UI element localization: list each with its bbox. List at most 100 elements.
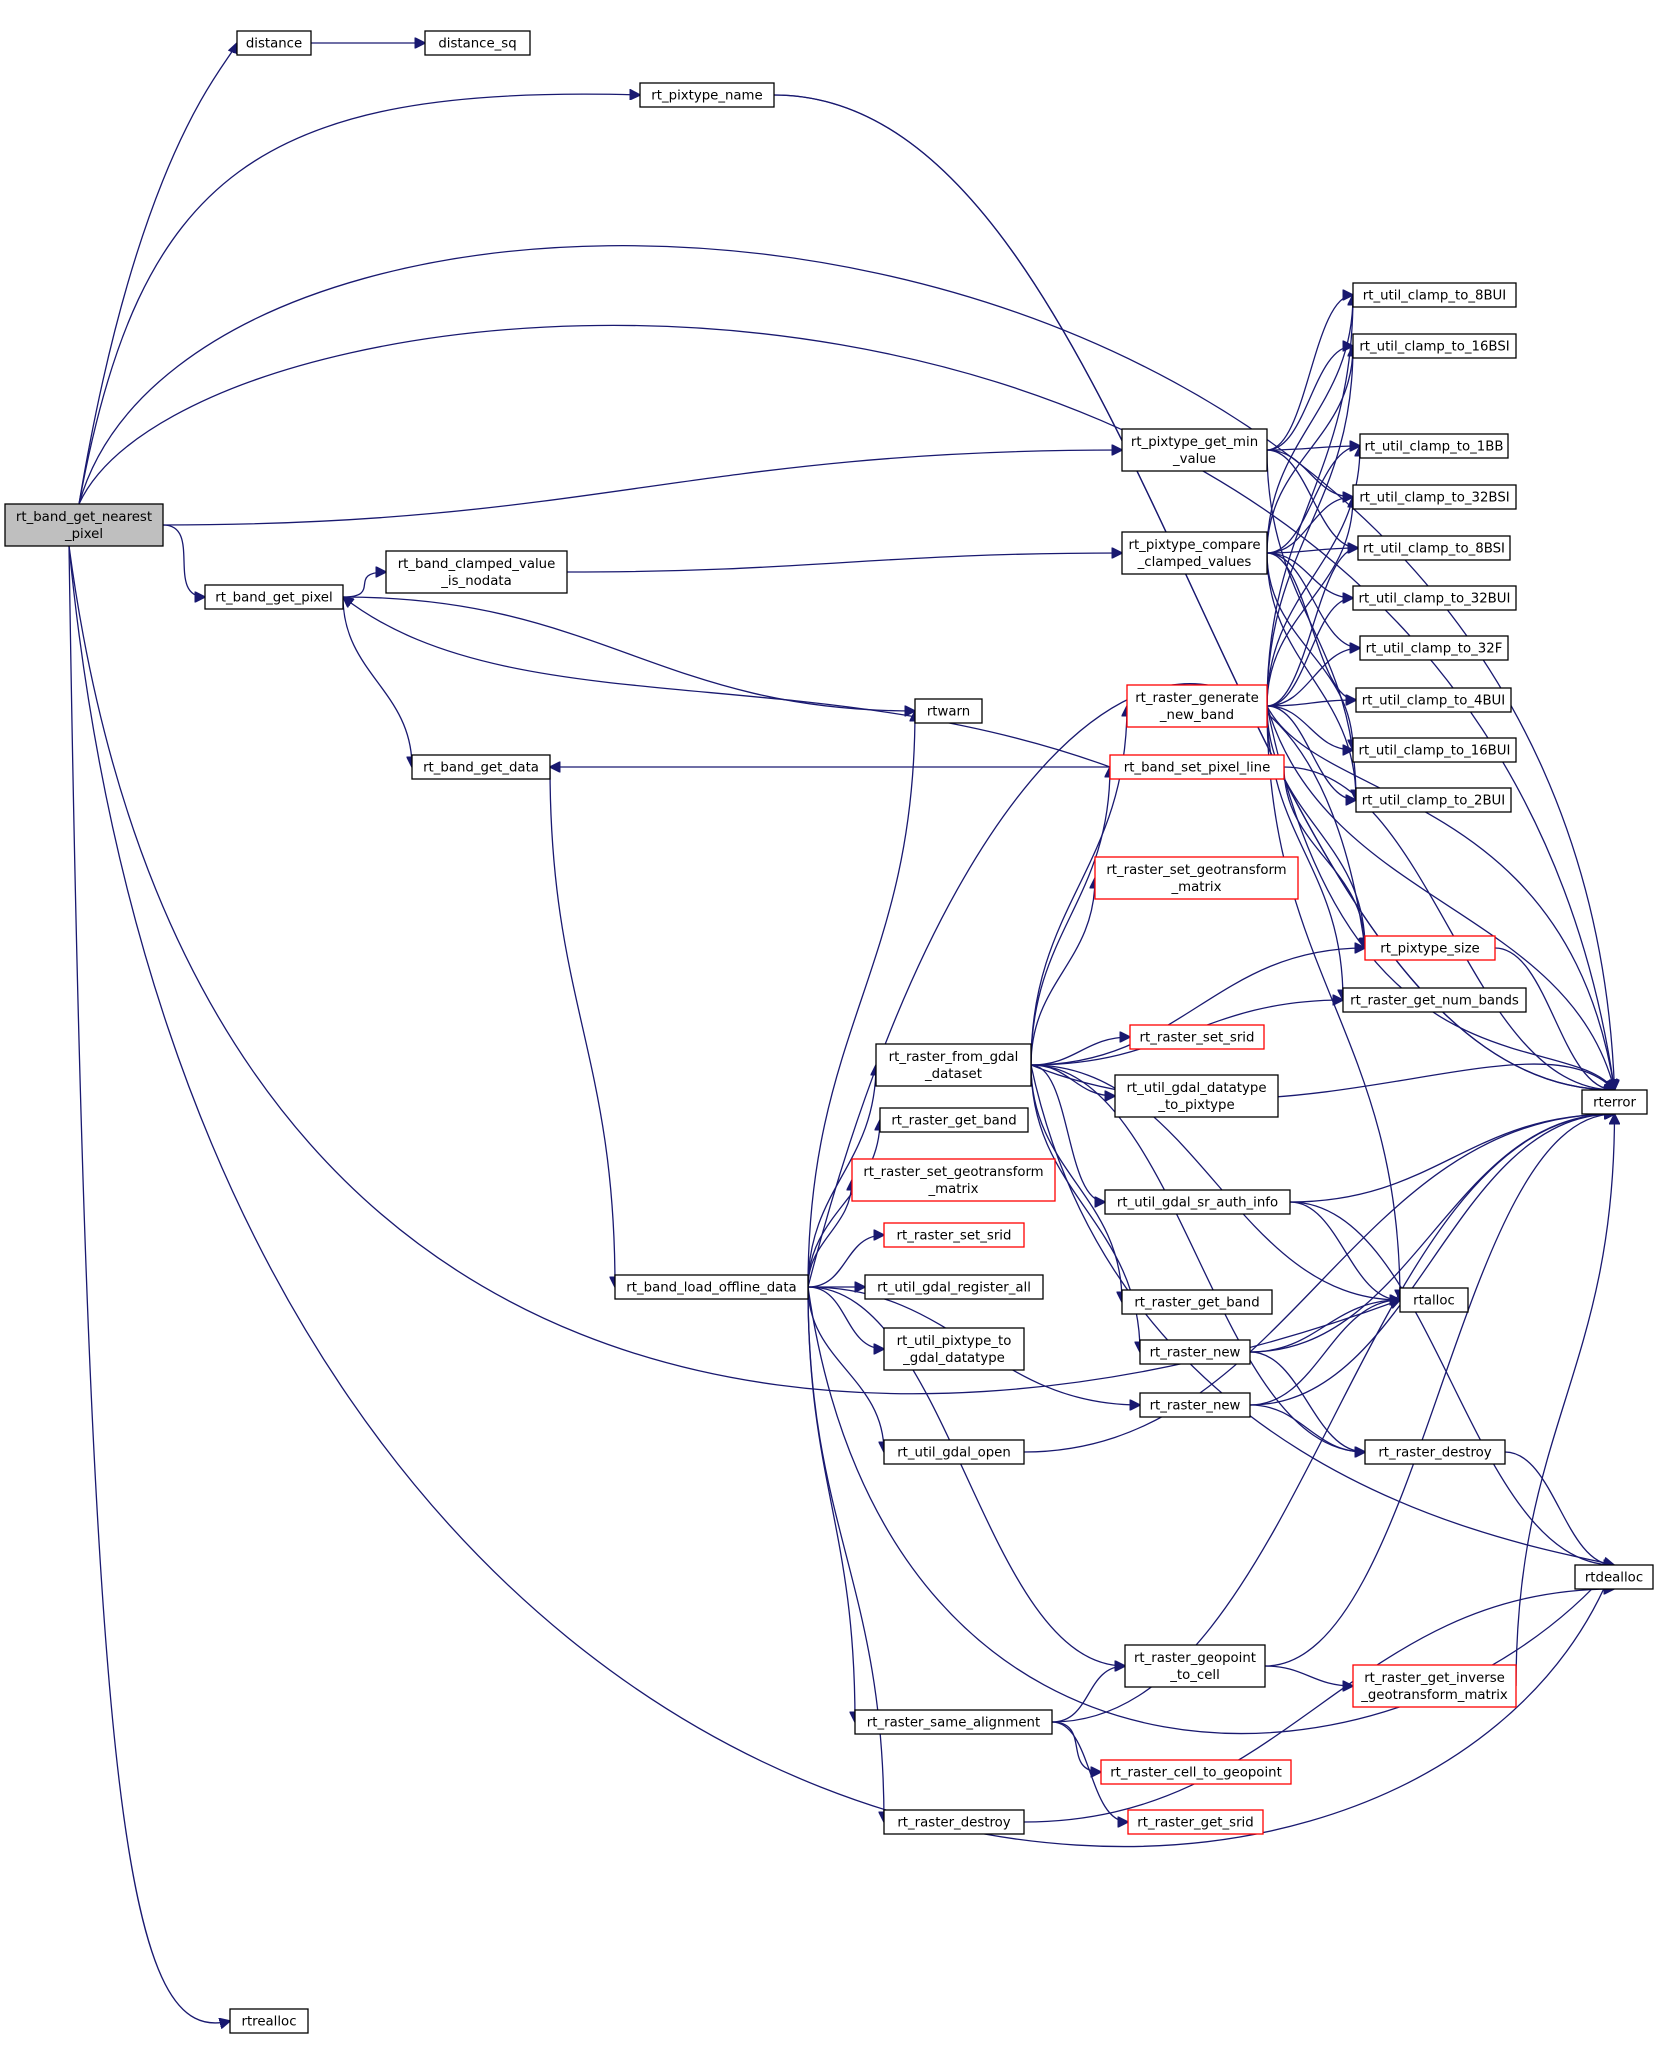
node-label: rt_raster_get_srid [1137,1816,1253,1831]
edge-rt_raster_from_gdal_dataset-to-rt_raster_get_band_2 [1030,1064,1122,1302]
node-label: rt_pixtype_name [651,89,762,104]
node-rt-raster-destroy-2[interactable]: rt_raster_destroy [1364,1439,1506,1465]
node-rt-band-load-offline-data[interactable]: rt_band_load_offline_data [614,1274,809,1300]
node-label: _is_nodata [440,574,511,589]
node-rt-util-gdal-sr-auth-info[interactable]: rt_util_gdal_sr_auth_info [1104,1189,1291,1215]
edge-rt_raster_generate_new_band-to-rt_util_clamp_to_8BUI [1266,295,1353,707]
node-rterror[interactable]: rterror [1581,1089,1648,1115]
node-label: rt_raster_geopoint [1134,1651,1256,1666]
node-rtwarn[interactable]: rtwarn [914,698,983,724]
node-rt-raster-get-srid[interactable]: rt_raster_get_srid [1127,1809,1264,1835]
edge-rt_raster_get_inverse_geotransform_matrix-to-rterror [1515,1114,1615,1687]
edge-root-to-rterror [78,245,1615,1090]
edge-rt_band_load_offline_data-to-rt_raster_set_srid_1 [807,1235,884,1288]
edge-rt_raster_new_1-to-rt_raster_destroy_2 [1249,1351,1365,1452]
node-rt-raster-cell-to-geopoint[interactable]: rt_raster_cell_to_geopoint [1100,1759,1292,1785]
node-rt-raster-set-geotransform-matrix-2[interactable]: rt_raster_set_geotransform_matrix [1094,856,1299,900]
nodes-layer: rt_band_get_nearest_pixel distance distanc… [4,30,1654,2034]
node-rt-band-get-data[interactable]: rt_band_get_data [411,754,551,780]
node-rt-util-clamp-to-1BB[interactable]: rt_util_clamp_to_1BB [1359,433,1509,459]
node-rt-raster-same-alignment[interactable]: rt_raster_same_alignment [854,1709,1053,1735]
node-rt-util-pixtype-to-gdal-datatype[interactable]: rt_util_pixtype_to_gdal_datatype [883,1327,1025,1371]
node-box [1364,1439,1506,1465]
node-label: rt_band_set_pixel_line [1124,761,1271,776]
node-box [883,1809,1025,1835]
node-rt-raster-new-1[interactable]: rt_raster_new [1139,1339,1251,1365]
node-box [1364,935,1496,961]
node-label: rtrealloc [241,2015,296,2030]
node-rt-raster-set-srid-1[interactable]: rt_raster_set_srid [883,1222,1025,1248]
node-box [1094,856,1299,900]
node-distance[interactable]: distance [236,30,312,56]
node-rt-raster-from-gdal-dataset[interactable]: rt_raster_from_gdal_dataset [875,1043,1032,1087]
node-rt-raster-set-srid-2[interactable]: rt_raster_set_srid [1129,1024,1265,1050]
node-box [883,1439,1025,1465]
edge-rt_util_gdal_open-to-rterror [1023,1114,1615,1453]
node-rt-raster-get-inverse-geotransform-matrix[interactable]: rt_raster_get_inverse_geotransform_matri… [1352,1664,1517,1708]
edge-rt_band_get_pixel-to-rt_band_get_data [342,596,412,767]
node-label: rt_raster_cell_to_geopoint [1110,1766,1282,1781]
node-rt-pixtype-name[interactable]: rt_pixtype_name [639,82,775,108]
node-rt-raster-generate-new-band[interactable]: rt_raster_generate_new_band [1126,684,1268,728]
edge-rt_raster_generate_new_band-to-rterror [1266,705,1615,1090]
node-rt-raster-set-geotransform-matrix-1[interactable]: rt_raster_set_geotransform_matrix [851,1158,1056,1202]
node-rt-util-clamp-to-8BSI[interactable]: rt_util_clamp_to_8BSI [1357,535,1511,561]
node-box [1352,484,1517,510]
node-rt-band-clamped-value-is-nodata[interactable]: rt_band_clamped_value_is_nodata [385,550,568,594]
node-rt-pixtype-size[interactable]: rt_pixtype_size [1364,935,1496,961]
node-rt-util-clamp-to-32F[interactable]: rt_util_clamp_to_32F [1359,635,1509,661]
node-rtalloc[interactable]: rtalloc [1399,1287,1469,1313]
edge-rt_pixtype_compare_clamped_values-to-rt_util_clamp_to_1BB [1266,446,1360,554]
node-rt-raster-new-2[interactable]: rt_raster_new [1139,1392,1251,1418]
node-box [1399,1287,1469,1313]
node-box [4,503,164,547]
edge-rt_raster_from_gdal_dataset-to-rt_raster_set_geotransform_matrix_2 [1030,878,1095,1066]
edge-rt_pixtype_get_min_value-to-rt_util_clamp_to_16BSI [1266,346,1353,451]
node-box [385,550,568,594]
node-rt-util-clamp-to-2BUI[interactable]: rt_util_clamp_to_2BUI [1355,787,1512,813]
node-box [204,584,344,610]
node-rt-util-clamp-to-16BUI[interactable]: rt_util_clamp_to_16BUI [1352,737,1517,763]
node-rt-util-clamp-to-32BUI[interactable]: rt_util_clamp_to_32BUI [1352,585,1517,611]
edge-rt_raster_from_gdal_dataset-to-rt_raster_set_srid_2 [1030,1037,1130,1066]
node-box [914,698,983,724]
node-rt-raster-get-band-1[interactable]: rt_raster_get_band [879,1107,1029,1133]
edge-root-to-rtrealloc [68,545,230,2023]
node-rt-band-set-pixel-line[interactable]: rt_band_set_pixel_line [1109,754,1285,780]
node-box [614,1274,809,1300]
node-box [1352,737,1517,763]
node-rt-pixtype-compare-clamped-values[interactable]: rt_pixtype_compare_clamped_values [1121,531,1268,575]
node-rt-util-gdal-datatype-to-pixtype[interactable]: rt_util_gdal_datatype_to_pixtype [1114,1074,1279,1118]
node-distance-sq[interactable]: distance_sq [424,30,531,56]
node-rt-util-clamp-to-8BUI[interactable]: rt_util_clamp_to_8BUI [1352,282,1517,308]
node-rt-pixtype-get-min-value[interactable]: rt_pixtype_get_min_value [1121,428,1268,472]
node-rt-util-clamp-to-4BUI[interactable]: rt_util_clamp_to_4BUI [1355,687,1512,713]
node-rt-raster-get-num-bands[interactable]: rt_raster_get_num_bands [1342,987,1527,1013]
edge-rt_raster_from_gdal_dataset-to-rt_raster_destroy_2 [1030,1064,1365,1452]
edge-rt_band_clamped_value_is_nodata-to-rt_pixtype_compare_clamped_values [566,553,1122,573]
node-label: _geotransform_matrix [1360,1688,1508,1703]
node-rtdealloc[interactable]: rtdealloc [1574,1564,1654,1590]
edge-rt_raster_new_2-to-rterror [1249,1114,1615,1406]
node-box [1352,585,1517,611]
node-root[interactable]: rt_band_get_nearest_pixel [4,503,164,547]
edge-rt_raster_geopoint_to_cell-to-rterror [1264,1114,1615,1667]
node-rt-util-gdal-register-all[interactable]: rt_util_gdal_register_all [864,1274,1044,1300]
node-rtrealloc[interactable]: rtrealloc [229,2008,309,2034]
node-rt-band-get-pixel[interactable]: rt_band_get_pixel [204,584,344,610]
node-label: rt_raster_get_band [1134,1296,1259,1311]
node-label: rt_util_gdal_datatype [1126,1081,1266,1096]
node-rt-raster-destroy-1[interactable]: rt_raster_destroy [883,1809,1025,1835]
node-box [424,30,531,56]
node-box [864,1274,1044,1300]
node-label: rt_util_clamp_to_16BUI [1359,744,1511,759]
node-rt-raster-get-band-2[interactable]: rt_raster_get_band [1121,1289,1273,1315]
node-label: _clamped_values [1137,555,1252,570]
node-rt-util-clamp-to-16BSI[interactable]: rt_util_clamp_to_16BSI [1352,333,1517,359]
edge-root-to-rt_pixtype_get_min_value [162,450,1122,526]
node-rt-util-clamp-to-32BSI[interactable]: rt_util_clamp_to_32BSI [1352,484,1517,510]
node-rt-raster-geopoint-to-cell[interactable]: rt_raster_geopoint_to_cell [1124,1644,1266,1688]
node-rt-util-gdal-open[interactable]: rt_util_gdal_open [883,1439,1025,1465]
node-label: rt_util_gdal_sr_auth_info [1117,1196,1278,1211]
node-box [1127,1809,1264,1835]
